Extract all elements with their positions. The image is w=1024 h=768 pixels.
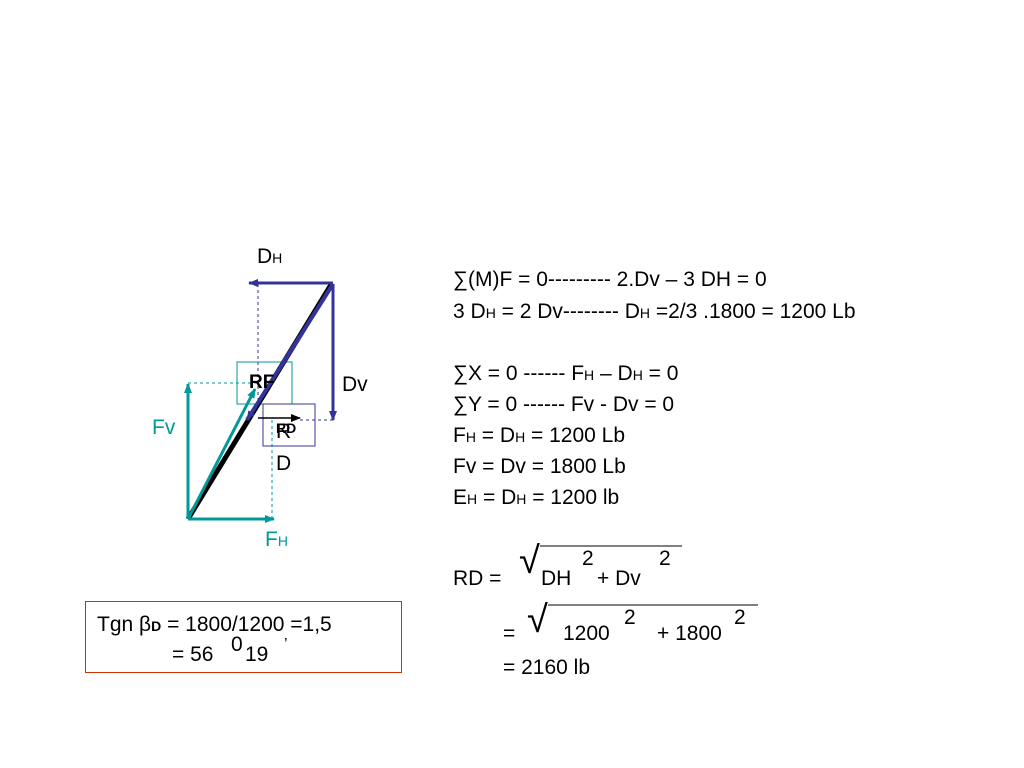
radical-sign-2: √ [527,599,548,641]
rd-exp3: 2 [624,606,636,629]
rd-plus-1800: + 1800 [657,622,722,645]
eq-eh-a-sub: H [467,491,478,507]
dh-label-sub: H [272,250,283,266]
eq-fh-c: = 1200 Lb [525,424,626,447]
fh-label: FH [265,528,288,553]
tgn-line1-b: = 1800/1200 =1,5 [161,613,332,636]
eq-fh-b: = D [475,424,516,447]
rd-dh: DH [541,567,572,590]
radical-sign-1: √ [519,540,540,582]
eq-dh-calc: 3 DH = 2 Dv-------- DH =2/3 .1800 = 1200… [453,300,856,325]
eq-eh-b: = D [477,486,517,509]
eq-dh-calc-a-sub: H [485,305,496,321]
tgn-line1-sub: D [151,618,162,634]
rd-label-rd: RD [276,420,297,436]
rd-prefix: RD = [453,567,502,590]
rf-vector [187,388,257,518]
rd-answer: = 2160 lb [503,656,590,679]
rd-label-box [262,403,316,447]
rd-exp2: 2 [659,547,671,570]
rd-vector [245,282,335,422]
tgn-line2: = 56 [172,643,214,666]
fv-label: Fv [152,416,176,439]
d-label: D [276,452,292,475]
eq-sum-x-b: – D [594,362,633,385]
eq-eh-b-sub: H [516,491,527,507]
tgn-minute-mark: ’ [284,636,288,653]
eq-eh-a: E [453,486,468,509]
eq-sum-x: ∑X = 0 ------ FH – DH = 0 [453,362,678,387]
dh-label-main: D [257,245,273,268]
eq-fh: FH = DH = 1200 Lb [453,424,625,449]
rd-plus-dv: + Dv [597,567,641,590]
eq-sum-x-c: = 0 [642,362,679,385]
rd-eq2-prefix: = [503,622,516,645]
eq-eh: EH = DH = 1200 lb [453,486,619,511]
eq-fh-b-sub: H [515,429,526,445]
rd-exp4: 2 [734,606,746,629]
rd-label-r: R [276,420,292,443]
tangent-result-box [85,601,402,673]
eq-sum-y: ∑Y = 0 ------ Fv - Dv = 0 [453,393,675,416]
eq-fv: Fv = Dv = 1800 Lb [453,455,626,478]
fh-label-sub: H [277,533,288,549]
tgn-line1-a: Tgn β [97,613,152,636]
fh-label-main: F [265,528,278,551]
eq-eh-c: = 1200 lb [526,486,620,509]
dv-label: Dv [342,373,368,396]
tgn-deg: 0 [231,633,243,656]
eq-sum-x-b-sub: H [632,367,643,383]
eq-sum-x-a: ∑X = 0 ------ F [453,362,585,385]
rf-label: RF [249,372,275,393]
dh-label: DH [257,245,282,270]
tgn-line1: Tgn βD = 1800/1200 =1,5 [97,613,332,638]
tgn-minutes: 19 [245,643,269,666]
eq-dh-calc-b: = 2 Dv-------- D [495,300,640,323]
eq-moment: ∑(M)F = 0--------- 2.Dv – 3 DH = 0 [453,268,767,291]
eq-sum-x-a-sub: H [584,367,595,383]
eq-fh-a-sub: H [465,429,476,445]
rd-exp1: 2 [582,547,594,570]
eq-dh-calc-b-sub: H [639,305,650,321]
eq-dh-calc-c: =2/3 .1800 = 1200 Lb [650,300,856,323]
rd-v1: 1200 [563,622,610,645]
eq-fh-a: F [453,424,466,447]
eq-dh-calc-a: 3 D [453,300,486,323]
